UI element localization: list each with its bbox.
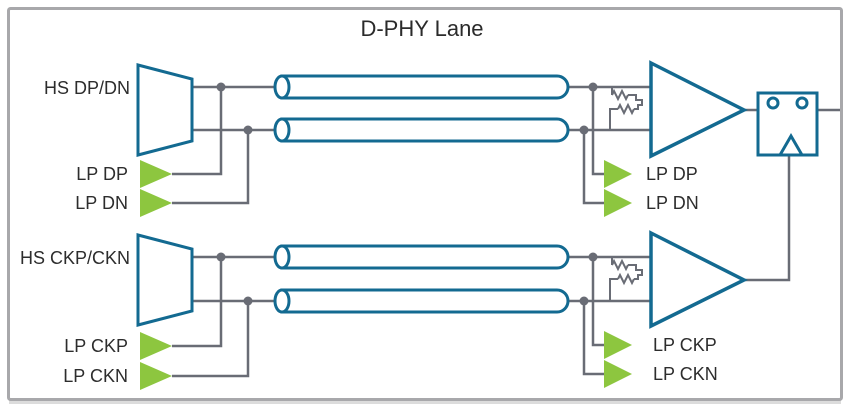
label-hs-dp-dn: HS DP/DN — [44, 78, 130, 98]
wire-lp-ckn-tx — [172, 301, 250, 378]
sampler-port-dot — [795, 96, 809, 110]
diagram-title: D-PHY Lane — [360, 16, 483, 41]
junction-dot — [243, 296, 253, 306]
wire-lp-ckn-rx — [582, 301, 604, 376]
junction-dots — [216, 82, 598, 306]
lp-receiver-dn — [604, 189, 632, 217]
wire-lp-ckp-rx — [591, 257, 604, 347]
lp-receiver-dp — [604, 160, 632, 188]
junction-dot — [216, 252, 226, 262]
data-sampler-flipflop — [756, 91, 819, 157]
lp-receiver-ckn — [604, 360, 632, 388]
label-lp-dn-tx: LP DN — [75, 193, 128, 213]
hs-clock-receiver — [649, 230, 748, 329]
junction-dot — [579, 296, 589, 306]
label-hs-ckp-ckn: HS CKP/CKN — [20, 248, 130, 268]
lp-driver-ckn — [140, 362, 172, 390]
transmission-line-dn — [273, 117, 570, 143]
lp-receiver-ckp — [604, 331, 632, 359]
transmission-line-ckp — [273, 244, 570, 270]
transmission-line-dp — [273, 74, 570, 100]
hs-data-driver — [136, 63, 194, 157]
junction-dot — [588, 82, 598, 92]
junction-dot — [216, 82, 226, 92]
junction-dot — [588, 252, 598, 262]
lp-driver-ckp — [140, 332, 172, 360]
lp-driver-dn — [140, 189, 172, 217]
lp-driver-dp — [140, 160, 172, 188]
junction-dot — [243, 125, 253, 135]
termination-network-clock — [609, 257, 643, 300]
hs-clock-driver — [136, 233, 194, 327]
label-lp-ckn-rx: LP CKN — [653, 364, 718, 384]
wire-lp-dp-rx — [591, 87, 604, 176]
label-lp-ckp-tx: LP CKP — [64, 336, 128, 356]
wire-lp-dp-tx — [172, 87, 223, 176]
transmission-line-ckn — [273, 288, 570, 314]
hs-data-receiver — [649, 60, 748, 159]
clock-edge-icon — [778, 133, 804, 156]
wire-lp-dn-rx — [582, 130, 604, 205]
label-lp-dp-rx: LP DP — [646, 164, 698, 184]
junction-dot — [579, 125, 589, 135]
wire-lp-ckp-tx — [172, 257, 223, 348]
label-lp-ckp-rx: LP CKP — [653, 335, 717, 355]
termination-network-data — [609, 87, 643, 130]
label-lp-dn-rx: LP DN — [646, 193, 699, 213]
sampler-port-dot — [766, 96, 780, 110]
wire-clock-to-sampler — [744, 155, 791, 282]
label-lp-dp-tx: LP DP — [76, 164, 128, 184]
wire-lp-dn-tx — [172, 130, 250, 205]
label-lp-ckn-tx: LP CKN — [63, 366, 128, 386]
